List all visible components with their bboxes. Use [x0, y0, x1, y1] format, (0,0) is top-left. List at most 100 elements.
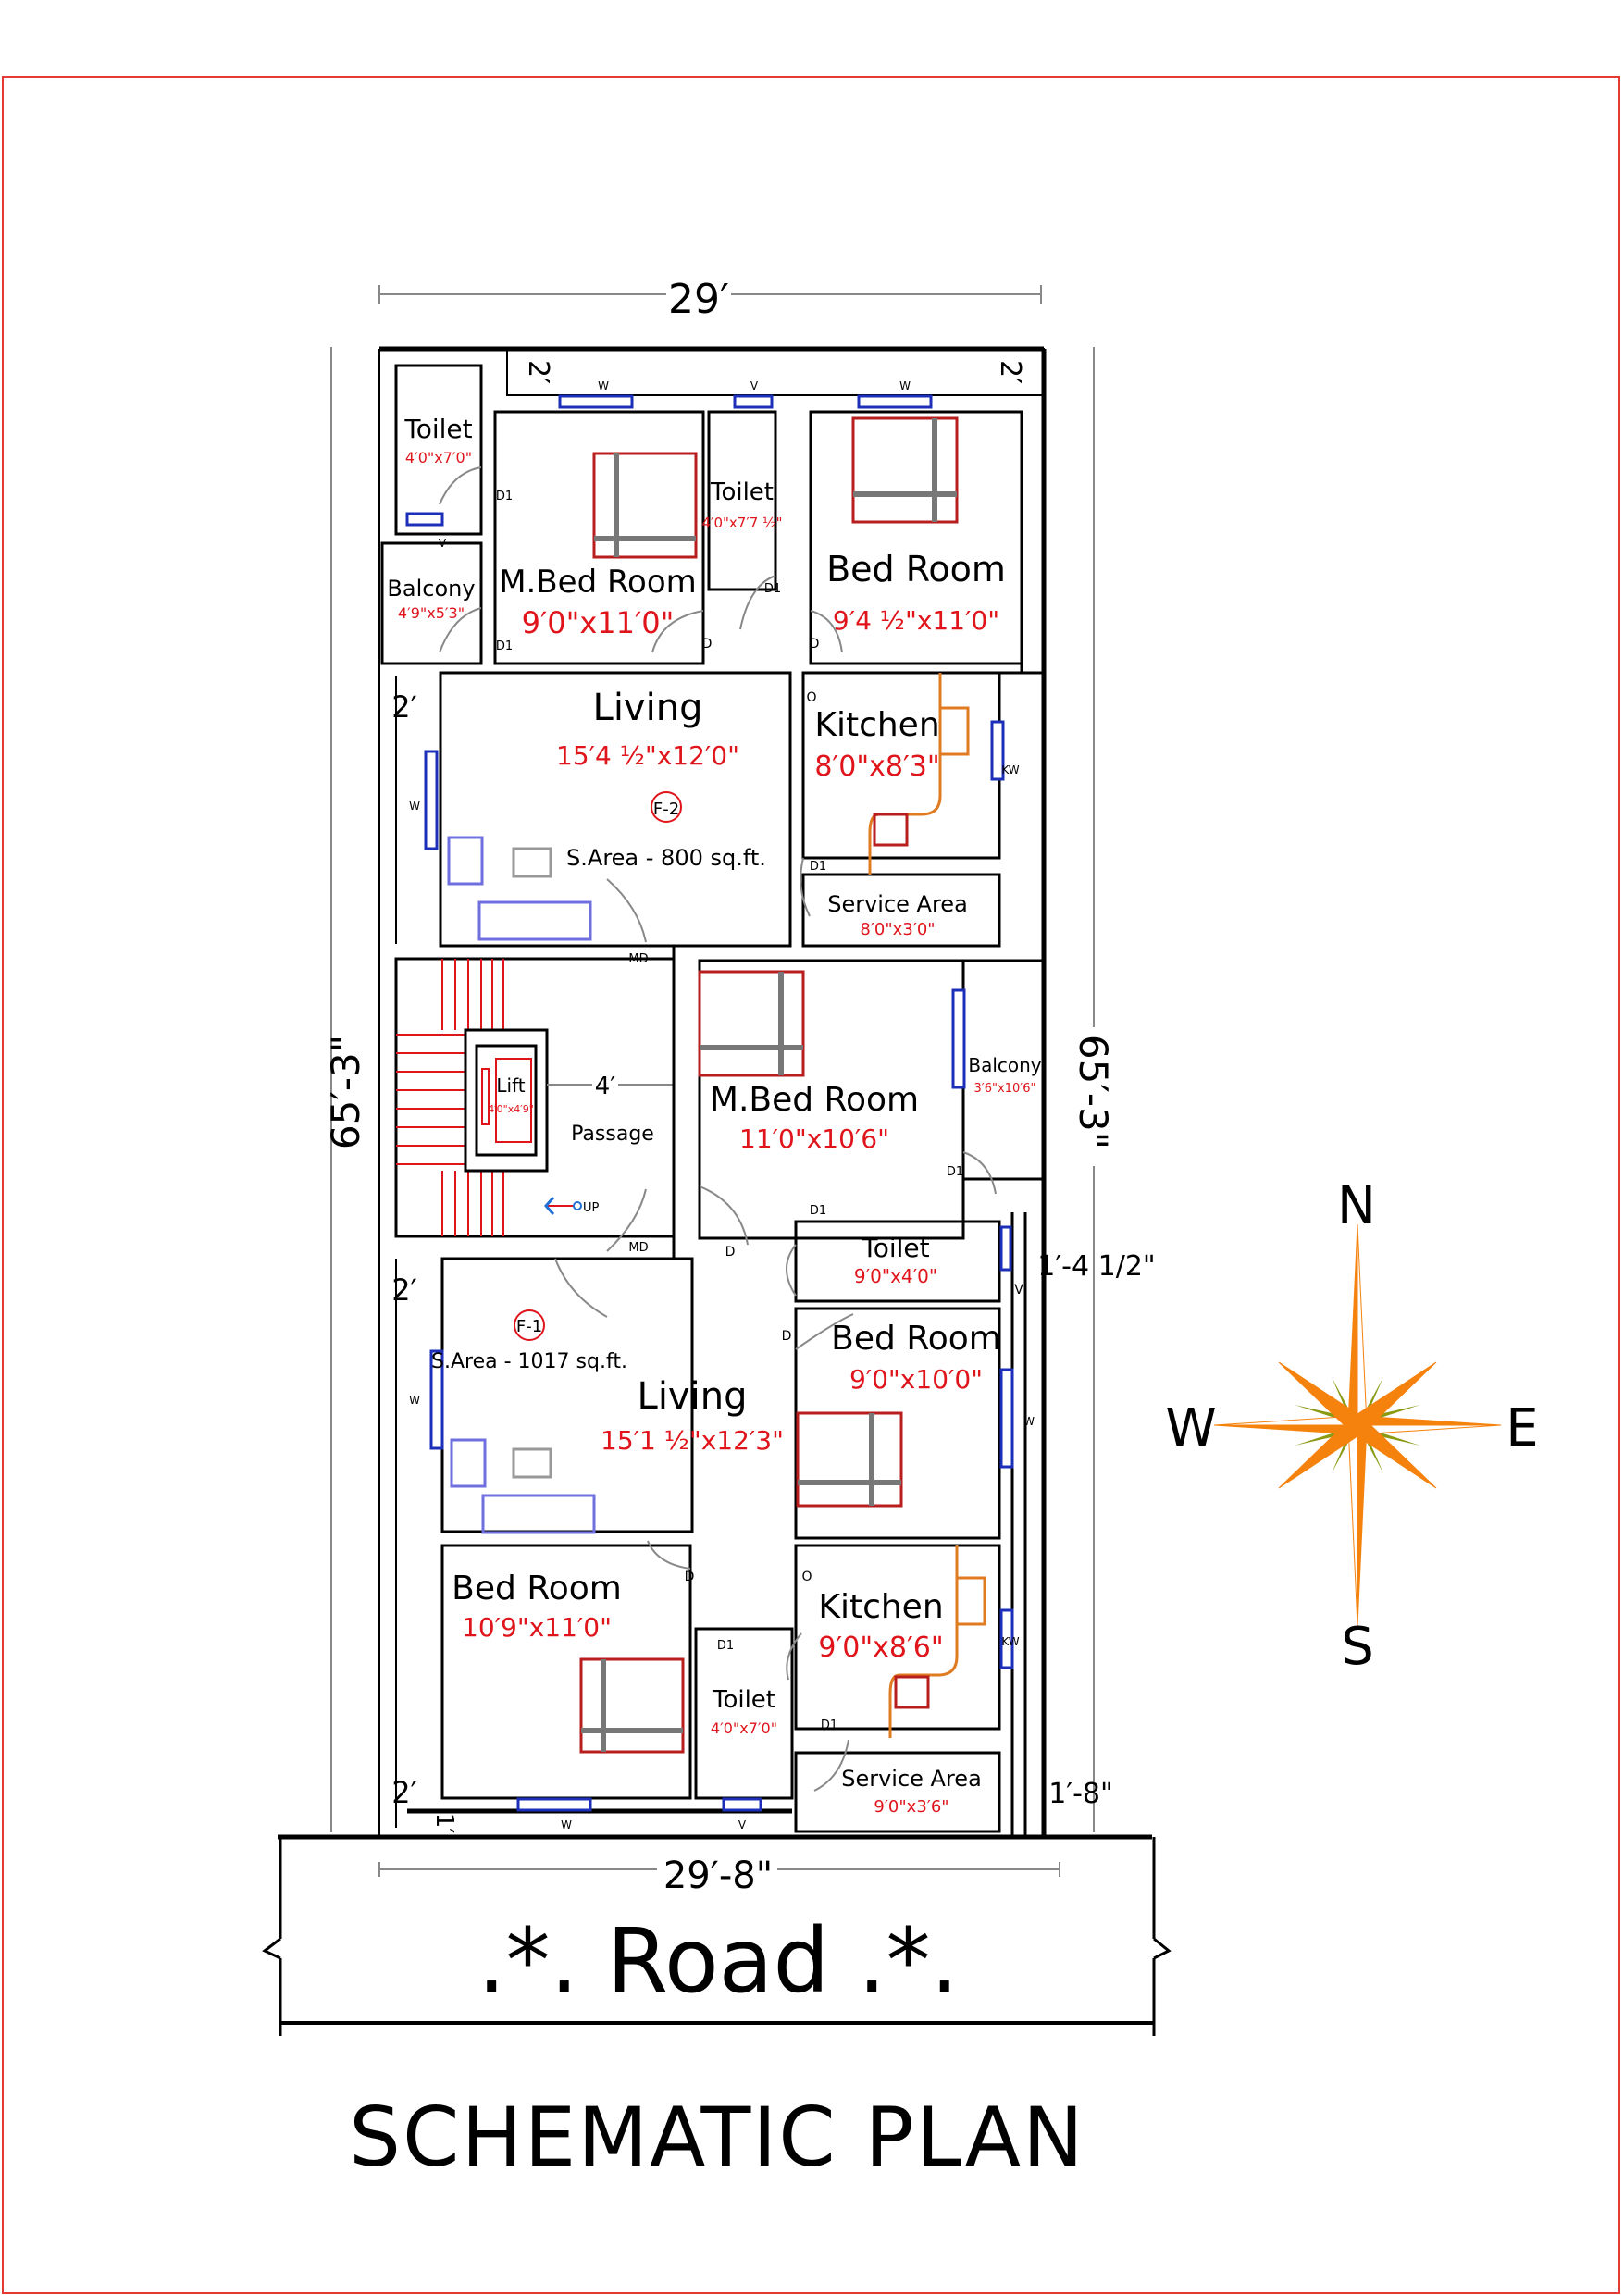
bed-icon — [851, 416, 959, 524]
f1-area: S.Area - 1017 sq.ft. — [431, 1350, 627, 1373]
f1-bed-b-name: Bed Room — [452, 1570, 622, 1607]
setback-right-mid: 1′-4 1/2" — [1037, 1250, 1155, 1283]
core: Lift 4′0"x4′9" 4′ Passage UP — [394, 957, 676, 1238]
ventilator-tag: V — [738, 1818, 747, 1831]
f2-bed-name: Bed Room — [826, 549, 1006, 590]
door-d1-tag: D1 — [717, 1639, 734, 1653]
plan-title: SCHEMATIC PLAN — [349, 2090, 1085, 2185]
stair-up-label: UP — [583, 1201, 600, 1215]
door-d-tag: D — [725, 1245, 736, 1260]
door-d1-tag: D1 — [810, 1204, 826, 1218]
setback-top-right: 2′ — [994, 360, 1026, 384]
f2-toilet-b-size: 4′0"x7′7 ½" — [702, 515, 783, 531]
f1-toilet-a-name: Toilet — [861, 1233, 929, 1263]
f2-mbed-name: M.Bed Room — [499, 564, 697, 601]
door-swings — [439, 466, 997, 1792]
lift-label: Lift — [496, 1074, 525, 1097]
window-tag: W — [409, 1394, 420, 1407]
f1-mbed-name: M.Bed Room — [710, 1081, 919, 1119]
f1-labels: M.Bed Room 11′0"x10′6" Balcony 3′6"x10′6… — [431, 1054, 1042, 1817]
f2-balcony-name: Balcony — [387, 576, 475, 602]
f1-tag: F-1 — [516, 1317, 542, 1336]
kitchen-window-tag: KW — [1001, 1635, 1019, 1648]
compass-north: N — [1337, 1176, 1376, 1236]
door-d1-tag: D1 — [821, 1719, 837, 1732]
window-tag: W — [409, 800, 420, 813]
setback-top-left: 2′ — [522, 360, 554, 384]
main-door-tag: MD — [628, 1241, 648, 1255]
window-tag: W — [1023, 1415, 1035, 1428]
f2-walls — [380, 364, 1044, 948]
f2-mbed-size: 9′0"x11′0" — [522, 605, 675, 640]
bottom-width-label: 29′-8" — [663, 1855, 773, 1897]
f2-living-name: Living — [593, 687, 703, 729]
f2-balcony-size: 4′9"x5′3" — [398, 604, 465, 622]
door-d1-tag: D1 — [764, 582, 781, 596]
f1-balcony-size: 3′6"x10′6" — [974, 1082, 1036, 1096]
setback-labels: 2′ 2′ 2′ 2′ 2′ 1′ 1′-4 1/2" 1′-8" — [391, 360, 1156, 1833]
opening-tag: O — [806, 690, 816, 705]
f1-balcony-name: Balcony — [968, 1054, 1041, 1076]
f1-toilet-a-size: 9′0"x4′0" — [854, 1265, 937, 1287]
door-d-tag: D — [685, 1570, 695, 1584]
f1-toilet-b-name: Toilet — [712, 1686, 775, 1714]
ventilator-tag: V — [750, 379, 759, 392]
passage-label: Passage — [571, 1123, 654, 1146]
f2-toilet-b-name: Toilet — [710, 478, 774, 506]
compass-east: E — [1506, 1398, 1538, 1458]
setback-left-lower: 2′ — [391, 1775, 417, 1810]
setback-left-mid: 2′ — [391, 1272, 417, 1308]
f1-bed-a-name: Bed Room — [831, 1320, 1001, 1358]
f2-service-name: Service Area — [827, 891, 968, 917]
f2-tag: F-2 — [653, 800, 679, 819]
compass-south: S — [1341, 1617, 1374, 1677]
ventilator-tag: V — [1014, 1283, 1023, 1297]
setback-right-lower: 1′-8" — [1048, 1778, 1113, 1810]
f1-tag-circle — [514, 1309, 545, 1341]
passage-width: 4′ — [595, 1073, 616, 1100]
door-d-tag: D — [810, 637, 820, 652]
sofas — [447, 836, 596, 1534]
sofa-icon — [447, 836, 592, 941]
lift-size: 4′0"x4′9" — [488, 1103, 534, 1115]
f1-living-size: 15′1 ½"x12′3" — [601, 1425, 784, 1456]
f2-toilet-a-size: 4′0"x7′0" — [405, 449, 472, 466]
main-door-tag: MD — [628, 952, 648, 966]
compass-west: W — [1165, 1398, 1216, 1458]
f2-bed-size: 9′4 ½"x11′0" — [833, 605, 999, 636]
door-d-tag: D — [782, 1329, 792, 1344]
f1-kitchen-size: 9′0"x8′6" — [818, 1632, 943, 1664]
f1-bed-a-size: 9′0"x10′0" — [849, 1364, 983, 1395]
windows — [405, 394, 1014, 1812]
door-d-tag: D — [702, 637, 713, 652]
f1-service-name: Service Area — [841, 1766, 982, 1792]
f2-toilet-a-name: Toilet — [403, 414, 472, 444]
right-dimension: 65′-3" — [1064, 347, 1123, 1832]
left-dimension: 65′-3" — [323, 347, 368, 1832]
f2-kitchen-size: 8′0"x8′3" — [814, 751, 939, 783]
f1-living-name: Living — [638, 1375, 748, 1418]
setback-front: 1′ — [430, 1813, 458, 1834]
right-depth-label: 65′-3" — [1071, 1035, 1116, 1149]
opening-tag: O — [801, 1570, 812, 1584]
f1-kitchen-name: Kitchen — [818, 1588, 943, 1626]
compass-rose-icon — [1213, 1223, 1502, 1627]
left-depth-label: 65′-3" — [323, 1035, 368, 1149]
f2-kitchen-name: Kitchen — [814, 706, 939, 744]
f2-living-size: 15′4 ½"x12′0" — [556, 740, 739, 771]
f2-tag-circle — [651, 791, 682, 823]
road-label: .*. Road .*. — [477, 1909, 959, 2013]
door-d1-tag: D1 — [947, 1165, 963, 1179]
f1-mbed-size: 11′0"x10′6" — [739, 1123, 889, 1154]
page-frame — [2, 76, 1620, 2294]
f2-service-size: 8′0"x3′0" — [860, 920, 935, 939]
road: 29′-8" .*. Road .*. — [262, 1837, 1172, 2036]
ventilator-tag: V — [439, 537, 447, 550]
window-tag: W — [899, 379, 911, 392]
door-d1-tag: D1 — [496, 639, 513, 653]
window-tag: W — [561, 1818, 572, 1831]
sofa-icon — [450, 1438, 596, 1534]
door-d1-tag: D1 — [496, 490, 513, 503]
stair-up-arrow-icon — [543, 1197, 582, 1215]
